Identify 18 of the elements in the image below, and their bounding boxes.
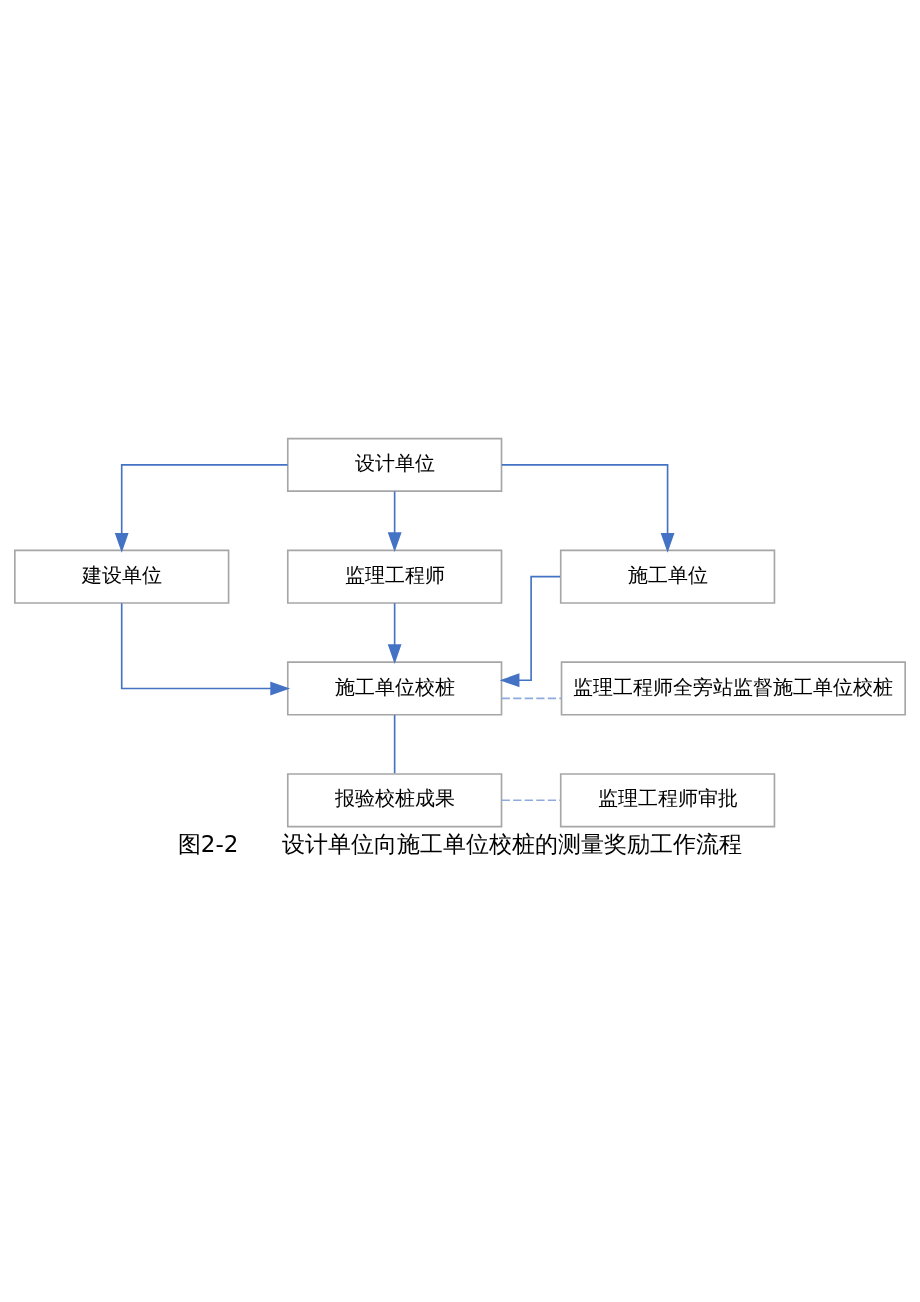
node-box: 报验校桩成果 [286, 772, 503, 827]
node-box: 监理工程师审批 [559, 772, 776, 827]
node-box: 监理工程师全旁站监督施工单位校桩 [560, 660, 906, 716]
node-box: 施工单位校桩 [286, 660, 503, 716]
arrow [120, 601, 291, 695]
arrow [499, 575, 561, 687]
arrow [387, 601, 402, 664]
arrow [500, 463, 675, 553]
node-box: 施工单位 [559, 549, 776, 604]
node-box: 设计单位 [286, 437, 503, 492]
connector [501, 697, 563, 699]
node-box: 监理工程师 [286, 549, 503, 604]
arrow [387, 490, 402, 552]
caption: 图2-2 设计单位向施工单位校桩的测量奖励工作流程 [177, 830, 743, 857]
connector [500, 798, 562, 801]
connector [393, 713, 396, 774]
node-box: 建设单位 [14, 549, 230, 604]
arrow [114, 463, 289, 553]
